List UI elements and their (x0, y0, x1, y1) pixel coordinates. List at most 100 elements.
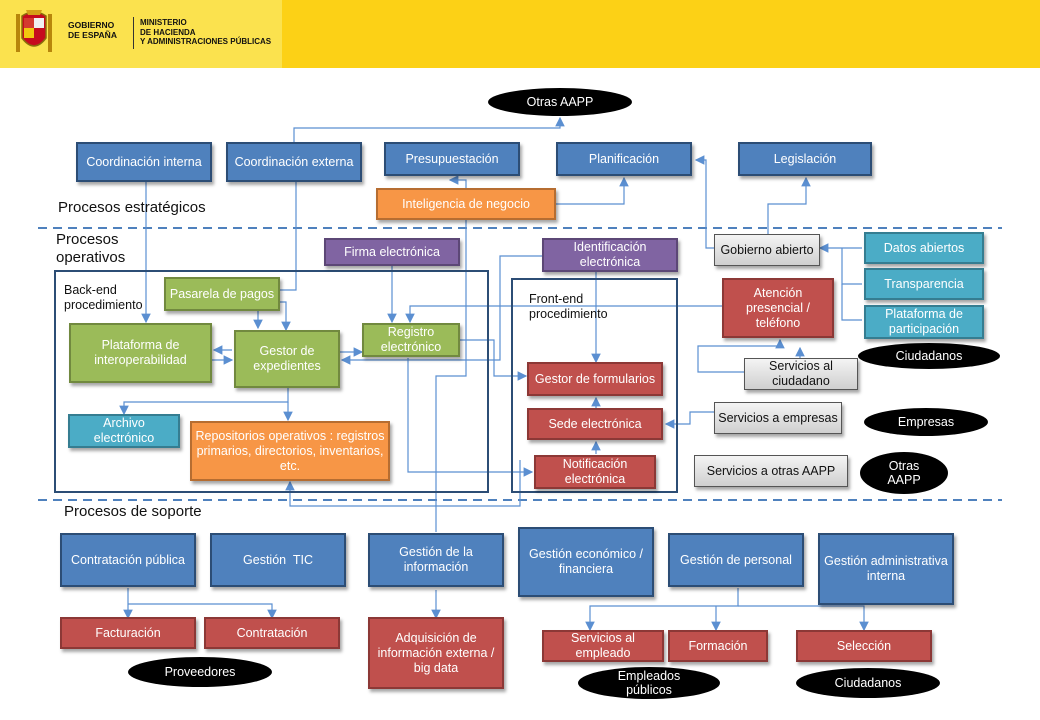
archivo-electronico-label: Archivo electrónico (93, 416, 155, 445)
otras-aapp-line-2: AAPP (887, 473, 921, 487)
ministerio-line-3: Y ADMINISTRACIONES PÚBLICAS (140, 37, 272, 46)
procesos-estrategicos-label: Procesos estratégicos (58, 199, 206, 216)
servicios-otras-aapp-box[interactable]: Servicios a otras AAPP (694, 455, 848, 487)
procesos-operativos-line-1: Procesos (56, 231, 119, 248)
frontend-label: Front-end procedimiento (529, 292, 608, 322)
procesos-operativos-label: Procesos operativos (56, 231, 125, 267)
datos-abiertos-label: Datos abiertos (883, 240, 965, 255)
gestion-economica-box[interactable]: Gestión económico / financiera (518, 527, 654, 597)
registro-electronico-label: Registro electrónico (380, 325, 442, 354)
coordinacion-interna-box[interactable]: Coordinación interna (76, 142, 212, 182)
sede-electronica-label: Sede electrónica (548, 416, 642, 431)
servicios-ciudadano-box[interactable]: Servicios al ciudadano (744, 358, 858, 390)
ciudadanos-actor: Ciudadanos (858, 343, 1000, 369)
government-logo: GOBIERNO DE ESPAÑA MINISTERIO DE HACIEND… (0, 0, 282, 68)
empleados-line-1: Empleados (617, 669, 681, 683)
inteligencia-negocio-label: Inteligencia de negocio (402, 196, 530, 211)
gestion-administrativa-label: Gestión administrativa interna (824, 554, 948, 583)
ciudadanos-label: Ciudadanos (895, 349, 963, 363)
formacion-box[interactable]: Formación (668, 630, 768, 662)
gestor-formularios-box[interactable]: Gestor de formularios (527, 362, 663, 396)
gestion-personal-box[interactable]: Gestión de personal (668, 533, 804, 587)
gobierno-label: GOBIERNO DE ESPAÑA (68, 20, 117, 40)
otras-aapp-top-label: Otras AAPP (526, 95, 594, 109)
plataforma-participacion-label: Plataforma de participación (885, 307, 963, 336)
servicios-otras-aapp-label: Servicios a otras AAPP (706, 463, 836, 478)
frontend-line-2: procedimiento (529, 307, 608, 321)
servicios-empresas-box[interactable]: Servicios a empresas (714, 402, 842, 434)
backend-line-1: Back-end (64, 283, 117, 297)
proveedores-label: Proveedores (164, 665, 236, 679)
otras-aapp-top-actor: Otras AAPP (488, 88, 632, 116)
archivo-electronico-box[interactable]: Archivo electrónico (68, 414, 180, 448)
ministerio-line-2: DE HACIENDA (140, 27, 196, 37)
repositorios-operativos-box[interactable]: Repositorios operativos : registros prim… (190, 421, 390, 481)
contratacion-publica-label: Contratación pública (71, 552, 185, 567)
ciudadanos-bottom-actor: Ciudadanos (796, 668, 940, 698)
coordinacion-externa-box[interactable]: Coordinación externa (226, 142, 362, 182)
presupuestacion-box[interactable]: Presupuestación (384, 142, 520, 176)
gestion-informacion-box[interactable]: Gestión de la información (368, 533, 504, 587)
plataforma-interoperabilidad-label: Plataforma de interoperabilidad (94, 338, 187, 367)
presupuestacion-label: Presupuestación (405, 151, 499, 166)
backend-line-2: procedimiento (64, 298, 143, 312)
gestion-tic-box[interactable]: Gestión TIC (210, 533, 346, 587)
adquisicion-informacion-label: Adquisición de información externa / big… (377, 630, 495, 675)
gestion-economica-label: Gestión económico / financiera (529, 547, 643, 576)
contratacion-label: Contratación (236, 625, 308, 640)
servicios-empleado-box[interactable]: Servicios al empleado (542, 630, 664, 662)
logo-divider (133, 17, 134, 49)
procesos-operativos-line-2: operativos (56, 249, 126, 266)
datos-abiertos-box[interactable]: Datos abiertos (864, 232, 984, 264)
servicios-empresas-label: Servicios a empresas (718, 410, 838, 425)
atencion-presencial-label: Atención presencial / teléfono (746, 285, 810, 330)
gobierno-abierto-box[interactable]: Gobierno abierto (714, 234, 820, 266)
otras-aapp-line-1: Otras (888, 459, 920, 473)
header-bar: GOBIERNO DE ESPAÑA MINISTERIO DE HACIEND… (0, 0, 1040, 68)
transparencia-label: Transparencia (884, 276, 964, 291)
identificacion-electronica-box[interactable]: Identificación electrónica (542, 238, 678, 272)
registro-electronico-box[interactable]: Registro electrónico (362, 323, 460, 357)
sede-electronica-box[interactable]: Sede electrónica (527, 408, 663, 440)
coat-of-arms-icon (16, 10, 52, 52)
planificacion-box[interactable]: Planificación (556, 142, 692, 176)
legislacion-label: Legislación (773, 151, 837, 166)
gestion-tic-label: Gestión TIC (243, 552, 313, 567)
transparencia-box[interactable]: Transparencia (864, 268, 984, 300)
proveedores-actor: Proveedores (128, 657, 272, 687)
pasarela-pagos-box[interactable]: Pasarela de pagos (164, 277, 280, 311)
facturacion-label: Facturación (95, 625, 161, 640)
procesos-soporte-label: Procesos de soporte (64, 503, 202, 520)
pasarela-pagos-label: Pasarela de pagos (169, 286, 275, 301)
otras-aapp-actor: Otras AAPP (860, 452, 948, 494)
empleados-publicos-actor: Empleados públicos (578, 667, 720, 699)
plataforma-participacion-box[interactable]: Plataforma de participación (864, 305, 984, 339)
adquisicion-informacion-box[interactable]: Adquisición de información externa / big… (368, 617, 504, 689)
gestor-expedientes-box[interactable]: Gestor de expedientes (234, 330, 340, 388)
contratacion-box[interactable]: Contratación (204, 617, 340, 649)
seleccion-box[interactable]: Selección (796, 630, 932, 662)
seleccion-label: Selección (836, 638, 892, 653)
inteligencia-negocio-box[interactable]: Inteligencia de negocio (376, 188, 556, 220)
formacion-label: Formación (688, 638, 748, 653)
empresas-label: Empresas (897, 415, 955, 429)
servicios-empleado-label: Servicios al empleado (571, 631, 635, 660)
atencion-presencial-box[interactable]: Atención presencial / teléfono (722, 278, 834, 338)
firma-electronica-box[interactable]: Firma electrónica (324, 238, 460, 266)
gobierno-abierto-label: Gobierno abierto (720, 242, 814, 257)
notificacion-electronica-label: Notificación electrónica (562, 457, 628, 486)
notificacion-electronica-box[interactable]: Notificación electrónica (534, 455, 656, 489)
ciudadanos-bottom-label: Ciudadanos (834, 676, 902, 690)
contratacion-publica-box[interactable]: Contratación pública (60, 533, 196, 587)
facturacion-box[interactable]: Facturación (60, 617, 196, 649)
coordinacion-interna-label: Coordinación interna (86, 154, 202, 169)
planificacion-label: Planificación (588, 151, 660, 166)
plataforma-interoperabilidad-box[interactable]: Plataforma de interoperabilidad (69, 323, 212, 383)
ministerio-label: MINISTERIO DE HACIENDA Y ADMINISTRACIONE… (140, 18, 271, 47)
ministerio-line-1: MINISTERIO (140, 18, 187, 27)
identificacion-electronica-label: Identificación electrónica (573, 240, 647, 269)
coordinacion-externa-label: Coordinación externa (234, 154, 354, 169)
legislacion-box[interactable]: Legislación (738, 142, 872, 176)
gestion-administrativa-box[interactable]: Gestión administrativa interna (818, 533, 954, 605)
